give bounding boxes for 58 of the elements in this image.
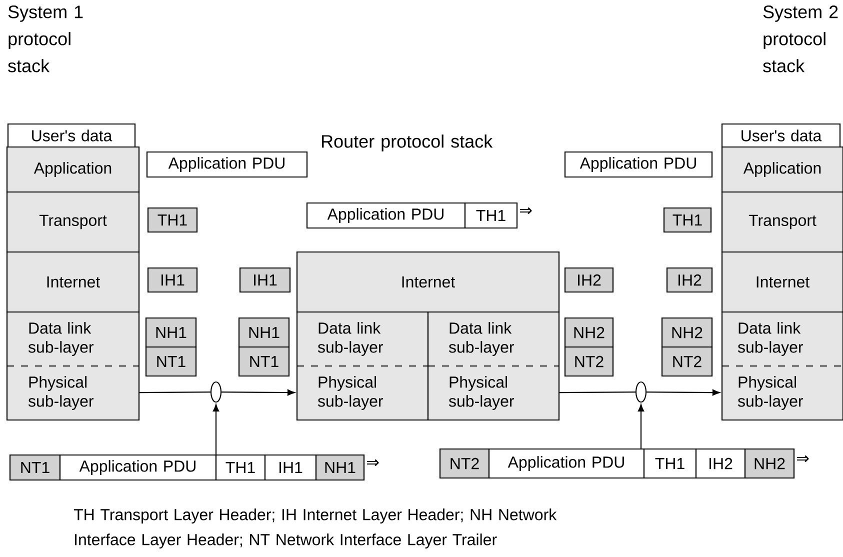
trailer-box: NT2 <box>564 346 614 377</box>
stack-heading: System 2 protocol stack <box>763 6 838 72</box>
trailer-box: NT2 <box>661 346 713 377</box>
node-label: ⇒ <box>797 455 809 462</box>
header-box: NH1 ⇒ <box>315 454 379 481</box>
layer-box: Physical sub-layer <box>296 365 429 421</box>
stack-heading: System 1 protocol stack <box>8 6 83 72</box>
header-box: IH2 <box>666 267 713 293</box>
stack-heading: Router protocol stack <box>322 134 493 152</box>
header-box: TH1 <box>147 207 198 233</box>
header-box: NH2 <box>564 317 614 348</box>
header-box: NH2 ⇒ <box>744 448 809 479</box>
layer-box: Data link sub-layer <box>427 311 560 366</box>
trailer-box: NT1 <box>238 346 290 377</box>
data-box: User's data <box>721 123 841 148</box>
header-box: TH1 <box>663 207 712 233</box>
trailer-box: NT1 <box>9 454 61 481</box>
header-box: IH1 <box>147 267 198 293</box>
layer-box: Application <box>6 146 140 193</box>
layer-box: Data link sub-layer <box>6 311 140 366</box>
node-label: ⇒ <box>520 207 532 214</box>
header-box: TH1 ⇒ <box>464 202 532 229</box>
arrow <box>646 389 720 396</box>
header-box: NH1 <box>145 317 197 348</box>
trailer-box: NT1 <box>145 346 197 377</box>
header-box: IH1 <box>264 454 317 481</box>
header-box: IH2 <box>695 448 746 479</box>
ring-marker <box>635 381 647 403</box>
header-box: IH2 <box>564 267 614 293</box>
arrow <box>222 389 295 396</box>
node-label: ⇒ <box>367 459 379 466</box>
layer-box: Physical sub-layer <box>427 365 560 421</box>
header-box: NH1 <box>238 317 290 348</box>
pdu-box: Application PDU <box>564 151 713 178</box>
layer-box: Transport <box>6 191 140 253</box>
header-box: TH1 <box>643 448 697 479</box>
layer-box: Physical sub-layer <box>6 365 140 421</box>
header-box: TH1 <box>215 454 266 481</box>
ring-marker <box>210 381 222 403</box>
layer-box: Internet <box>6 251 140 313</box>
arrow <box>212 404 220 454</box>
node-label: Data link sub-layer <box>318 322 384 356</box>
layer-box: Data link sub-layer <box>721 311 843 366</box>
layer-box: Physical sub-layer <box>721 365 843 421</box>
layer-box: Transport <box>721 191 843 253</box>
caption: TH Transport Layer Header; IH Internet Layer Header; NH Network Interface Layer Header; NT Network Interface Layer Trailer <box>74 508 557 548</box>
node-label: Data link sub-layer <box>448 322 514 356</box>
layer-box: Application <box>721 146 843 193</box>
header-box: IH1 <box>239 267 291 293</box>
node-label: Data link sub-layer <box>738 322 804 356</box>
trailer-box: NT2 <box>439 448 490 479</box>
node-label: Data link sub-layer <box>28 322 94 356</box>
arrow <box>638 404 644 448</box>
layer-box: Data link sub-layer <box>296 311 429 366</box>
data-box: User's data <box>7 123 136 148</box>
header-box: NH2 <box>661 317 713 348</box>
pdu-box: Application PDU <box>146 151 308 178</box>
layer-box: Internet <box>721 251 843 313</box>
